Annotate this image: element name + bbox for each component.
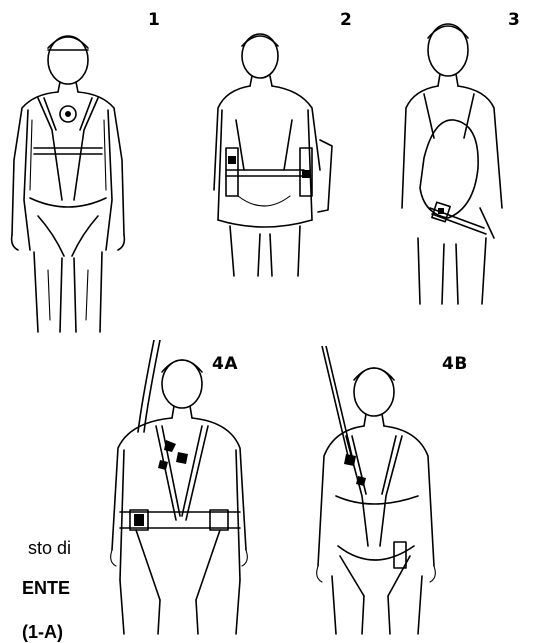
text-fragment-3: (1-A) xyxy=(22,622,63,643)
figure-2-label: 2 xyxy=(340,10,352,30)
figure-1-label: 1 xyxy=(148,10,160,30)
figure-4b-illustration xyxy=(302,346,452,637)
figure-3-illustration xyxy=(394,8,520,308)
figure-2-illustration xyxy=(208,20,340,282)
figure-4a-illustration xyxy=(90,340,252,637)
figure-4b-label: 4B xyxy=(442,354,468,374)
text-fragment-2: ENTE xyxy=(22,578,70,599)
figure-1-illustration xyxy=(4,20,134,338)
text-fragment-1: sto di xyxy=(28,538,71,559)
figure-3-label: 3 xyxy=(508,10,520,30)
figure-4a-label: 4A xyxy=(212,354,238,374)
